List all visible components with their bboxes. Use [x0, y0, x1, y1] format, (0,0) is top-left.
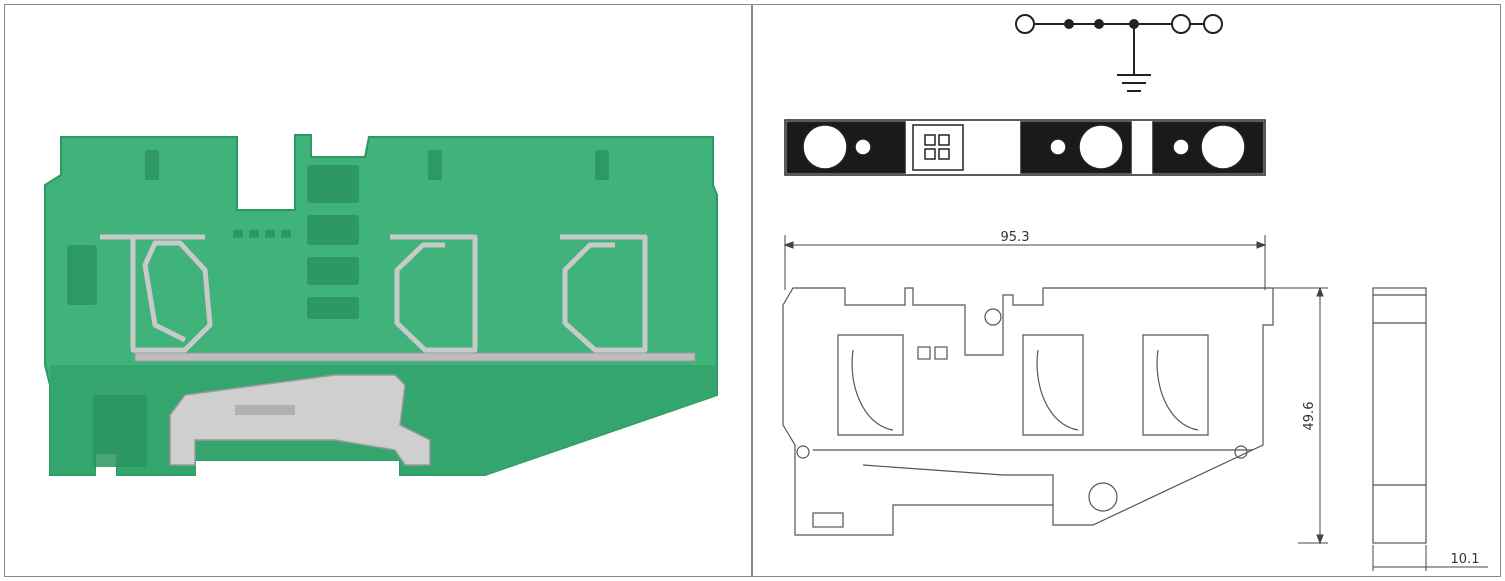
thickness-dimension: 10.1 [1451, 552, 1480, 567]
drawings: 95.3 49.6 10.1 [782, 14, 1488, 571]
length-dimension: 95.3 [1001, 230, 1030, 245]
wiring-schematic [1015, 14, 1223, 92]
busbar [134, 352, 696, 362]
end-view [1372, 287, 1427, 544]
din-clip [169, 374, 431, 466]
terminal-block-photo [44, 134, 718, 476]
top-view [784, 119, 1266, 176]
technical-drawing-panel: 95.3 49.6 10.1 [752, 4, 1501, 577]
side-view-drawing [782, 287, 1274, 536]
product-photo-panel [4, 4, 752, 577]
height-dimension: 49.6 [1302, 402, 1317, 431]
